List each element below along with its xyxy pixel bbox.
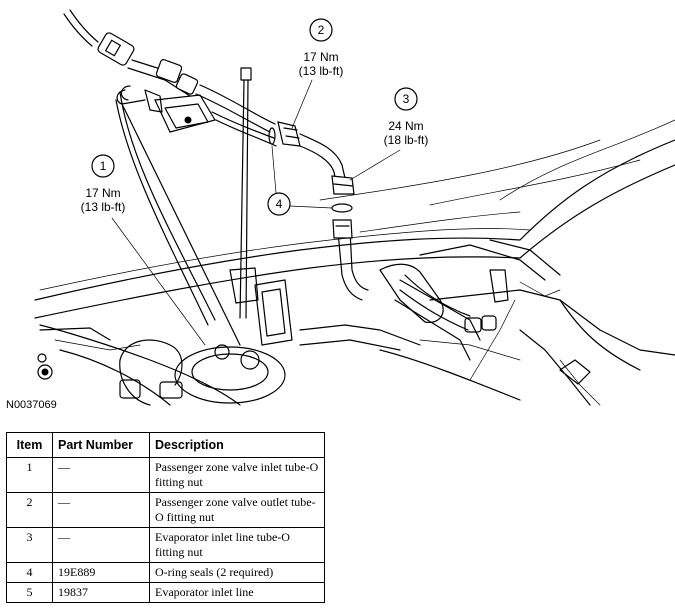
callout-4: 4: [267, 145, 333, 216]
refrigerant-lines: [63, 9, 355, 346]
illustration: 1 17 Nm (13 lb-ft) 2 17 Nm (13 lb-ft) 3 …: [6, 9, 675, 411]
cell-item: 1: [6, 457, 53, 493]
callout-4-number: 4: [276, 197, 283, 211]
cell-description: Evaporator inlet line tube-O fitting nut: [149, 527, 325, 563]
table-row: 3 — Evaporator inlet line tube-O fitting…: [6, 527, 325, 563]
cell-part-number: 19837: [52, 582, 150, 603]
callout-1-torque-nm: 17 Nm: [85, 186, 120, 200]
callout-1: 1 17 Nm (13 lb-ft): [81, 154, 206, 346]
cell-description: Passenger zone valve outlet tube-O fitti…: [149, 492, 325, 528]
callout-2: 2 17 Nm (13 lb-ft): [291, 18, 344, 129]
callout-1-number: 1: [100, 159, 107, 173]
header-description: Description: [149, 432, 325, 458]
callout-3-torque-lbft: (18 lb-ft): [384, 133, 429, 147]
callout-2-torque-lbft: (13 lb-ft): [299, 64, 344, 78]
cell-description: Evaporator inlet line: [149, 582, 325, 603]
callout-1-torque-lbft: (13 lb-ft): [81, 200, 126, 214]
cell-part-number: 19E889: [52, 562, 150, 583]
header-item: Item: [6, 432, 53, 458]
cell-item: 2: [6, 492, 53, 528]
cell-item: 4: [6, 562, 53, 583]
figure-id-label: N0037069: [6, 399, 57, 411]
cell-description: O-ring seals (2 required): [149, 562, 325, 583]
table-row: 4 19E889 O-ring seals (2 required): [6, 562, 325, 583]
cell-item: 3: [6, 527, 53, 563]
cell-part-number: —: [52, 457, 150, 493]
callout-2-torque-nm: 17 Nm: [303, 50, 338, 64]
callout-3: 3 24 Nm (18 lb-ft): [349, 87, 429, 181]
table-row: 2 — Passenger zone valve outlet tube-O f…: [6, 492, 325, 528]
table-header-row: Item Part Number Description: [6, 432, 325, 458]
cell-part-number: —: [52, 527, 150, 563]
callout-3-torque-nm: 24 Nm: [388, 119, 423, 133]
header-part-number: Part Number: [52, 432, 150, 458]
cell-item: 5: [6, 582, 53, 603]
cell-description: Passenger zone valve inlet tube-O fittin…: [149, 457, 325, 493]
callout-3-number: 3: [403, 92, 410, 106]
parts-table: Item Part Number Description 1 — Passeng…: [6, 432, 325, 603]
table-row: 1 — Passenger zone valve inlet tube-O fi…: [6, 457, 325, 493]
table-row: 5 19837 Evaporator inlet line: [6, 582, 325, 603]
callout-2-number: 2: [318, 23, 325, 37]
engine-bay-structure: [34, 119, 675, 406]
cell-part-number: —: [52, 492, 150, 528]
